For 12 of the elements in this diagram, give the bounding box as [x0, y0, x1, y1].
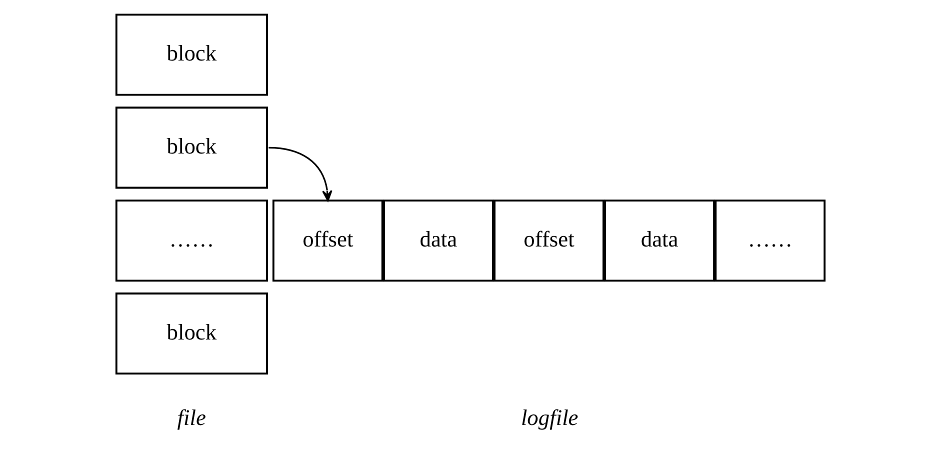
node-box: block: [114, 106, 268, 189]
node-box: offset: [272, 200, 383, 282]
node-box: offset: [493, 200, 604, 282]
arrow: [268, 146, 332, 202]
label: logfile: [520, 405, 578, 430]
node-box: ……: [714, 200, 826, 282]
node-box: data: [382, 200, 494, 282]
node-box: block: [114, 292, 268, 375]
label: file: [176, 405, 206, 430]
node-box: ……: [114, 200, 268, 282]
node-box: data: [604, 200, 714, 282]
node-box: block: [114, 14, 268, 96]
